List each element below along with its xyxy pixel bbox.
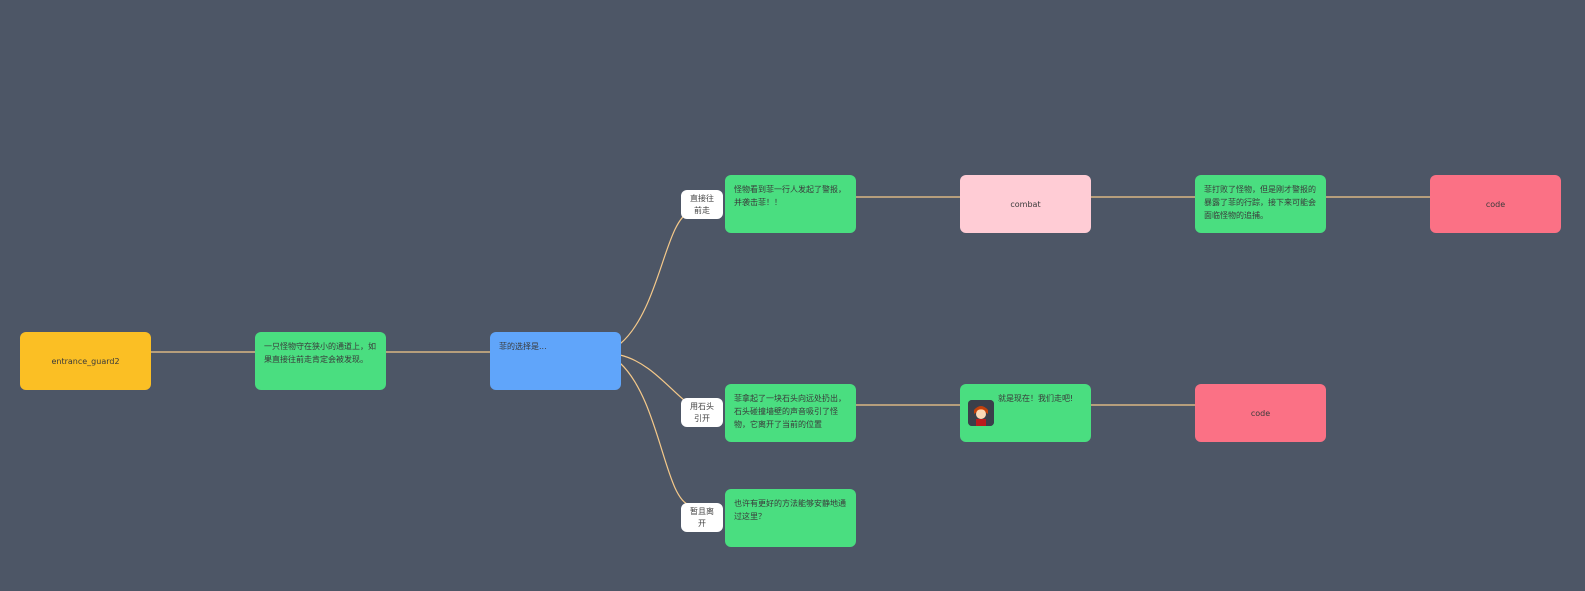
stone-text-label: 菲拿起了一块石头向远处扔出，石头碰撞墙壁的声音吸引了怪物，它离开了当前的位置 [734,394,846,429]
after-combat-label: 菲打败了怪物，但是刚才警报的暴露了菲的行踪，接下来可能会面临怪物的追捕。 [1204,185,1316,220]
choice-forward-label: 直接往前走 [690,193,714,215]
combat-node[interactable]: combat [960,175,1091,233]
branch-node[interactable]: 菲的选择是... [490,332,621,390]
code-node-mid-label: code [1250,408,1271,418]
code-node-mid[interactable]: code [1195,384,1326,442]
stone-text-node[interactable]: 菲拿起了一块石头向远处扔出，石头碰撞墙壁的声音吸引了怪物，它离开了当前的位置 [725,384,856,442]
dialog-label: 就是现在！我们走吧! [998,394,1074,403]
character-portrait-icon [968,400,994,426]
start-node[interactable]: entrance_guard2 [20,332,151,390]
code-node-top-label: code [1485,199,1506,209]
choice-forward[interactable]: 直接往前走 [681,190,723,219]
combat-node-label: combat [1010,199,1041,209]
code-node-top[interactable]: code [1430,175,1561,233]
dialog-node[interactable]: 就是现在！我们走吧! [960,384,1091,442]
intro-text-label: 一只怪物守在狭小的通道上，如果直接往前走肯定会被发现。 [264,342,376,364]
after-combat-node[interactable]: 菲打败了怪物，但是刚才警报的暴露了菲的行踪，接下来可能会面临怪物的追捕。 [1195,175,1326,233]
start-node-label: entrance_guard2 [51,356,120,366]
choice-leave-label: 暂且离开 [690,506,714,528]
choice-stone-label: 用石头引开 [690,401,714,423]
forward-text-label: 怪物看到菲一行人发起了警报，并袭击菲！！ [734,185,846,207]
leave-text-node[interactable]: 也许有更好的方法能够安静地通过这里？ [725,489,856,547]
edge-branch-leave [619,362,691,506]
edge-branch-forward [619,211,691,345]
character-avatar [968,400,994,426]
choice-stone[interactable]: 用石头引开 [681,398,723,427]
choice-leave[interactable]: 暂且离开 [681,503,723,532]
leave-text-label: 也许有更好的方法能够安静地通过这里？ [734,499,846,521]
edge-branch-stone [619,354,691,406]
forward-text-node[interactable]: 怪物看到菲一行人发起了警报，并袭击菲！！ [725,175,856,233]
intro-text-node[interactable]: 一只怪物守在狭小的通道上，如果直接往前走肯定会被发现。 [255,332,386,390]
branch-node-label: 菲的选择是... [499,342,547,351]
